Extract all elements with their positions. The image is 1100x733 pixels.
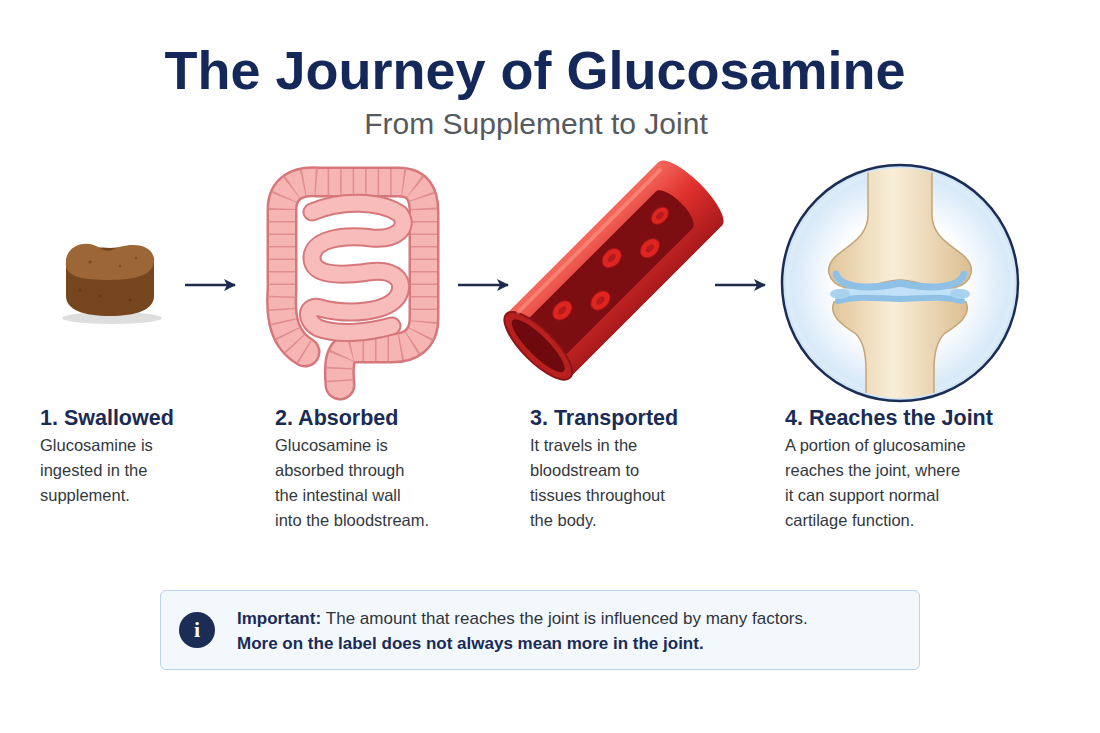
supplement-pill — [62, 244, 162, 324]
intestine-illustration-part — [282, 182, 424, 385]
intestine-illustration — [282, 182, 424, 385]
supplement-pill-part — [129, 299, 132, 302]
supplement-pill-part — [66, 244, 154, 280]
supplement-pill-part — [119, 265, 122, 268]
step-heading: 2. Absorbed — [275, 406, 456, 430]
step-heading: 3. Transported — [530, 406, 713, 430]
knee-bones-part — [838, 298, 962, 301]
step-heading: 4. Reaches the Joint — [785, 406, 1030, 430]
knee-bones — [829, 150, 971, 420]
knee-bones-part — [830, 289, 850, 299]
blood-vessel-illustration-part — [506, 152, 732, 378]
flow-arrow — [185, 284, 235, 287]
supplement-pill-part — [135, 257, 138, 260]
supplement-pill-part — [88, 260, 91, 263]
intestine-illustration-part — [308, 203, 403, 332]
step-description: Glucosamine is absorbed through the inte… — [275, 433, 431, 533]
step-description: It travels in the bloodstream to tissues… — [530, 433, 678, 533]
note-line: Important: The amount that reaches the jo… — [237, 606, 919, 631]
step-description: A portion of glucosamine reaches the joi… — [785, 433, 970, 533]
red-blood-cells-part — [655, 211, 665, 221]
red-blood-cells-part — [648, 204, 672, 228]
knee-bones-part — [833, 299, 968, 420]
subtitle: From Supplement to Joint — [0, 107, 1072, 141]
blood-vessel-illustration-part — [518, 170, 659, 311]
flow-arrow — [715, 284, 765, 287]
note-text: More on the label does not always mean m… — [237, 634, 704, 653]
info-icon-letter: i — [179, 612, 215, 648]
connectors — [185, 285, 765, 286]
step-node: 4. Reaches the Joint A portion of glucosa… — [775, 170, 1030, 533]
red-blood-cells-part — [557, 305, 568, 316]
supplement-pill-part — [79, 289, 82, 292]
knee-bones-part — [836, 274, 964, 287]
step-node: 1. SwallowedGlucosamine is ingested in t… — [38, 170, 183, 508]
red-blood-cells-part — [606, 252, 617, 263]
blood-vessel-illustration — [495, 152, 732, 389]
step-description: Glucosamine is ingested in the supplemen… — [40, 433, 180, 508]
supplement-pill-part — [99, 295, 102, 298]
red-blood-cells-part — [598, 245, 625, 272]
step-node: 2. AbsorbedGlucosamine is absorbed throu… — [268, 170, 456, 533]
knee-bones-part — [950, 289, 970, 299]
red-blood-cells-part — [637, 235, 664, 262]
step-node: 3. Transported It travels in the bloodstr… — [525, 170, 713, 533]
red-blood-cells — [547, 200, 685, 338]
flow-arrow — [458, 284, 508, 287]
blood-vessel-illustration-part — [506, 313, 571, 378]
knee-bones-part — [829, 150, 971, 288]
intestine-illustration-part — [282, 182, 424, 385]
title: The Journey of Glucosamine — [0, 38, 1070, 102]
intestine-illustration-part — [308, 203, 403, 332]
intestine-illustration-part — [282, 182, 424, 385]
note-box: Important: The amount that reaches the jo… — [160, 590, 920, 670]
red-blood-cells-part — [587, 287, 614, 314]
step-heading: 1. Swallowed — [40, 406, 183, 430]
red-blood-cells-part — [595, 295, 606, 306]
note-heading: Important: — [237, 609, 321, 628]
red-blood-cells-part — [644, 243, 655, 254]
note-line: More on the label does not always mean m… — [237, 631, 919, 656]
red-blood-cells-part — [549, 297, 576, 324]
knee-joint-illustration — [782, 150, 1018, 420]
note-text: The amount that reaches the joint is inf… — [326, 609, 808, 628]
